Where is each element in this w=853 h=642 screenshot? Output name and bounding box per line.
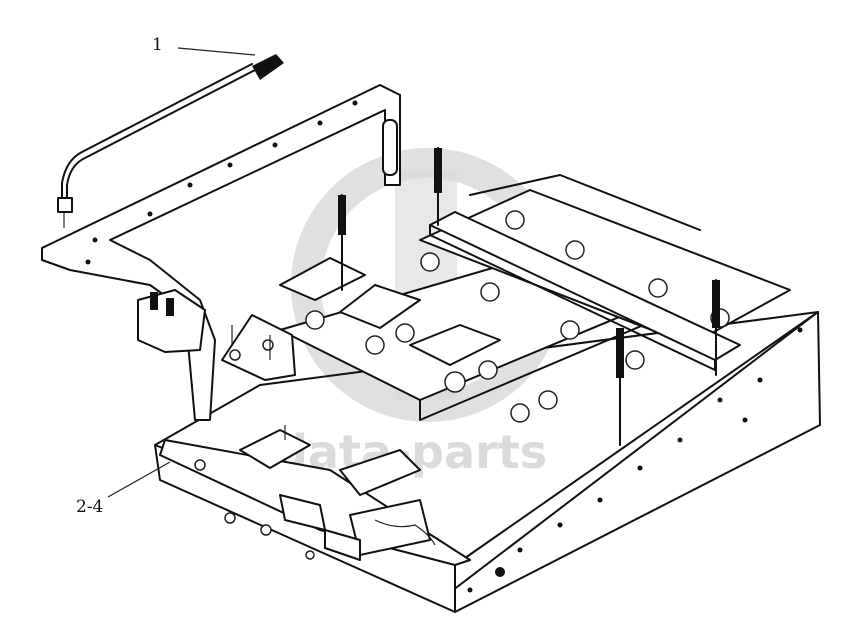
callout-2-4-label: 2-4 [76,497,103,517]
part-1-hook-rod [57,54,284,228]
callout-2-4: 2-4 [76,461,171,517]
bottom-components [194,425,436,561]
threaded-rods [338,147,720,446]
terminal-block [137,289,206,353]
callout-1: 1 [152,35,256,56]
battery-right [419,174,791,370]
mounting-bracket [221,314,296,381]
hold-down-clamps [279,257,501,366]
callout-1-label: 1 [152,35,163,55]
